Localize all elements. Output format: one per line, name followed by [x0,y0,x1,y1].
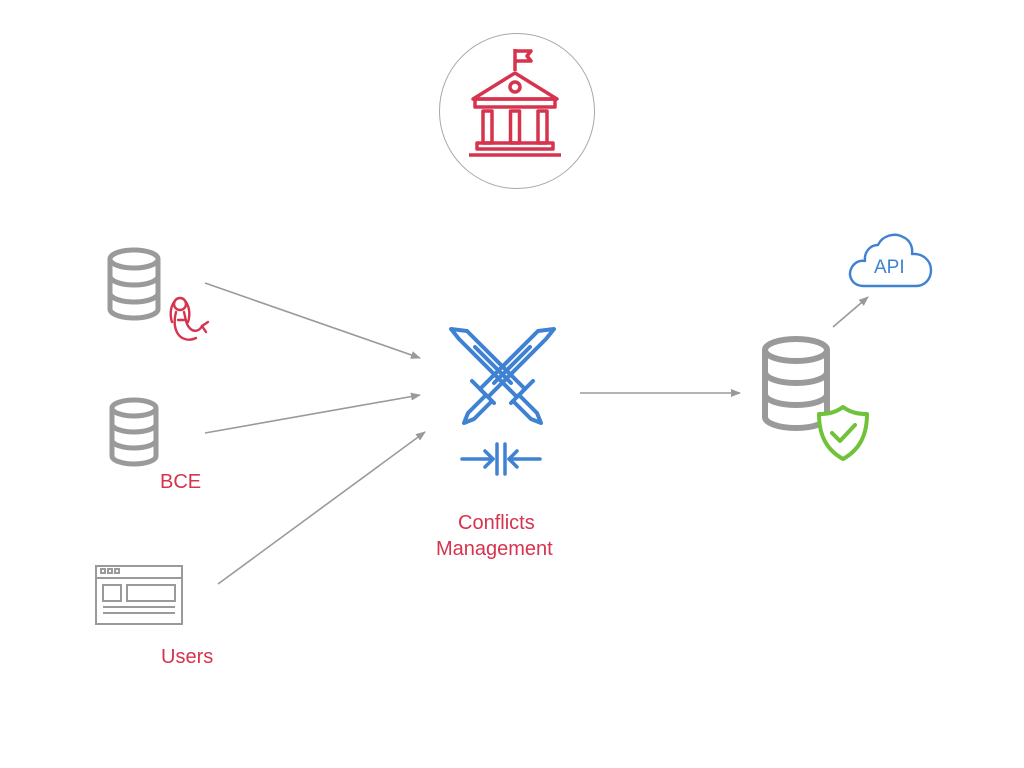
cloud-icon [848,233,933,288]
institution-building-icon [469,49,561,157]
merge-arrows-icon [460,442,542,476]
arrow-db-to-api [832,296,869,328]
institution-node [439,33,595,189]
arrow-bce-to-conflicts [204,392,421,434]
bce-label: BCE [160,471,202,493]
arrow-db1-to-conflicts [204,282,421,359]
arrow-users-to-conflicts [217,431,426,585]
api-label: API [874,257,905,278]
shield-check-icon [817,405,869,461]
crossed-swords-icon [449,327,556,425]
conflicts-label-line2: Management [436,538,553,560]
users-label: Users [161,646,214,668]
database-icon [109,397,159,467]
browser-window-icon [95,565,183,625]
mermaid-icon [169,296,210,341]
conflicts-label-line1: Conflicts [458,512,535,534]
database-icon [107,247,161,321]
